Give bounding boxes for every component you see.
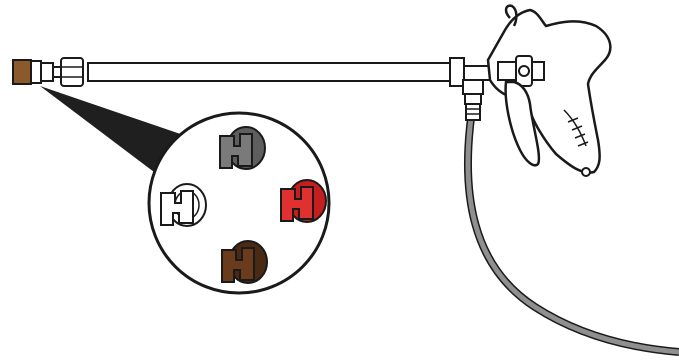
brass-nozzle-fitting [13,60,53,84]
pivot-screw [519,66,529,76]
hose-tee-fitting [450,58,490,120]
wand-tube [88,63,450,81]
wand-connector-nut [53,58,83,86]
